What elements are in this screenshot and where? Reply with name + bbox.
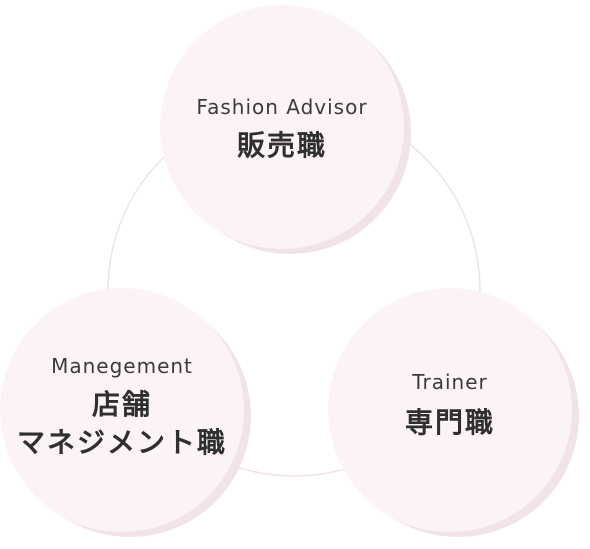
management-circle: Manegement 店舗 マネジメント職 — [0, 288, 244, 532]
fashion-advisor-ja-label: 販売職 — [236, 129, 327, 163]
management-ja-line2: マネジメント職 — [16, 426, 227, 459]
management-ja-line1: 店舗 — [91, 388, 152, 422]
trainer-circle: Trainer 専門職 — [328, 288, 572, 532]
fashion-advisor-en-label: Fashion Advisor — [196, 95, 368, 120]
management-ja-block: 店舗 マネジメント職 — [17, 386, 227, 462]
fashion-advisor-circle: Fashion Advisor 販売職 — [160, 5, 404, 249]
trainer-ja-label: 専門職 — [404, 406, 495, 440]
management-en-label: Manegement — [51, 354, 193, 379]
trainer-en-label: Trainer — [412, 370, 488, 395]
